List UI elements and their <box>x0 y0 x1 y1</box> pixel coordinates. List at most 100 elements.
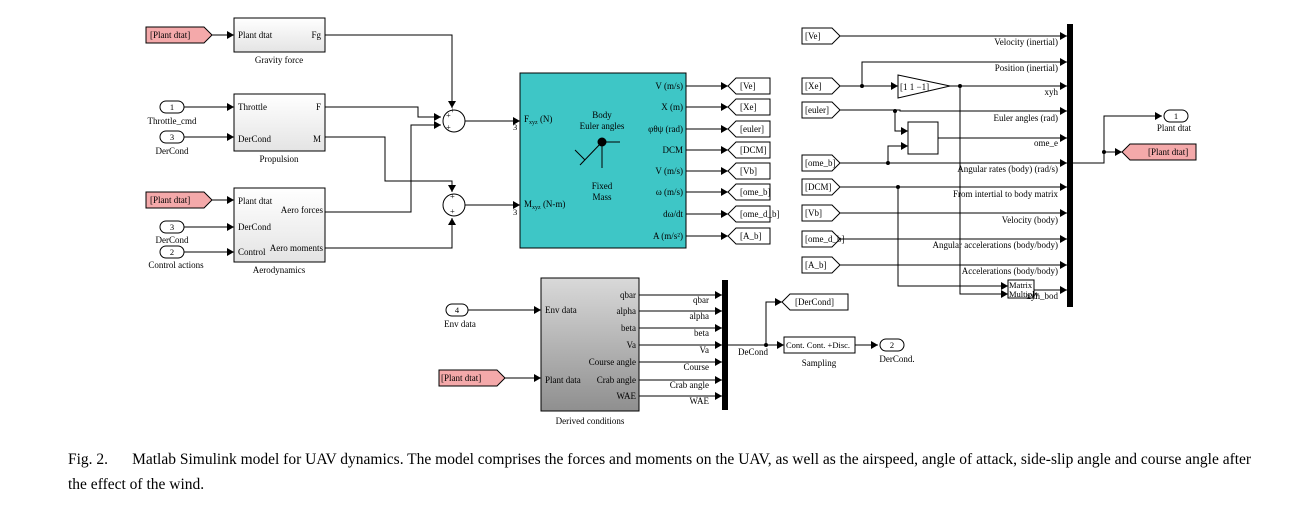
from-tag <box>801 178 841 196</box>
svg-text:4: 4 <box>455 305 460 315</box>
gain-block[interactable]: [1 1 −1] <box>897 74 951 99</box>
bus-signal-label: Accelerations (body/body) <box>962 266 1058 276</box>
svg-text:M: M <box>313 134 321 144</box>
body-output-label: dω/dt <box>663 209 683 219</box>
decond-label: DeCond <box>738 347 768 357</box>
derived-bus-label: Course <box>684 362 710 372</box>
derived-output-label: Crab angle <box>597 375 636 385</box>
bus-signal-label: From intertial to body matrix <box>953 189 1058 199</box>
svg-text:DerCond: DerCond <box>238 134 271 144</box>
body-output-label: ω (m/s) <box>656 187 683 197</box>
svg-text:Plant dtat: Plant dtat <box>1157 123 1192 133</box>
svg-text:Plant dtat: Plant dtat <box>238 30 273 40</box>
derived-bus-label: qbar <box>693 295 709 305</box>
svg-text:DerCond.: DerCond. <box>879 354 914 364</box>
from-tags: [Ve][Xe][euler][ome_b][DCM][Vb][ome_d_b]… <box>801 27 845 274</box>
body-axes-icon <box>574 137 620 168</box>
derived-output-label: qbar <box>620 290 636 300</box>
body-output-gotos: [Ve][Xe][euler][DCM][Vb][ome_b][ome_d_b]… <box>686 77 780 245</box>
svg-text:3: 3 <box>170 132 174 142</box>
derived-output-label: alpha <box>617 306 637 316</box>
gravity-force-block[interactable]: Plant dtat Fg Gravity force <box>233 17 326 65</box>
svg-text:F: F <box>316 102 321 112</box>
sum-moments: + + <box>442 191 466 217</box>
svg-text:3: 3 <box>513 122 517 132</box>
svg-text:Body: Body <box>592 110 612 120</box>
from-tag <box>801 256 841 274</box>
goto-tag-label: [DCM] <box>740 145 767 155</box>
bus-signal-label: Velocity (body) <box>1002 215 1058 225</box>
derived-bus-label: Crab angle <box>670 380 709 390</box>
derived-bus-label: WAE <box>690 396 710 406</box>
goto-tag-label: [ome_b] <box>740 187 771 197</box>
bus-signal-label: ome_e <box>1034 138 1058 148</box>
sampling-block[interactable]: Cont. Cont. +Disc. Sampling <box>783 336 856 368</box>
svg-text:[Plant dtat]: [Plant dtat] <box>150 195 190 205</box>
goto-tag-label: [Xe] <box>740 102 757 112</box>
svg-text:[Plant dtat]: [Plant dtat] <box>1148 147 1188 157</box>
from-tag <box>801 101 841 119</box>
goto-tag <box>727 183 771 201</box>
svg-text:Propulsion: Propulsion <box>259 154 299 164</box>
inport-dercond-a: 3 DerCond <box>156 130 189 156</box>
bus-signal-label: Velocity (inertial) <box>994 37 1058 47</box>
caption-text: Matlab Simulink model for UAV dynamics. … <box>68 451 1252 493</box>
from-tag-label: [ome_b] <box>805 158 836 168</box>
body-output-label: A (m/s²) <box>653 231 683 241</box>
bus-signal-label: Euler angles (rad) <box>994 113 1058 123</box>
svg-text:Fg: Fg <box>311 30 321 40</box>
svg-text:Mxyz (N-m): Mxyz (N-m) <box>524 199 565 211</box>
svg-text:Euler angles: Euler angles <box>580 121 625 131</box>
svg-text:Gravity force: Gravity force <box>255 55 303 65</box>
svg-text:Env data: Env data <box>444 319 476 329</box>
bus-signal-label: Position (inertial) <box>995 63 1058 73</box>
bus-signal-label: xyh_bod <box>1027 291 1059 301</box>
derived-bus-label: beta <box>694 328 709 338</box>
svg-text:DerCond: DerCond <box>156 235 189 245</box>
from-tag <box>801 204 841 222</box>
bus-signal-label: Angular rates (body) (rad/s) <box>957 164 1058 174</box>
svg-text:Mass: Mass <box>592 192 611 202</box>
six-dof-body-block[interactable]: Fxyz (N) 3 Mxyz (N-m) 3 Body Euler angle… <box>513 72 687 249</box>
derived-output-label: beta <box>621 323 636 333</box>
svg-text:[1 1 −1]: [1 1 −1] <box>900 82 929 92</box>
inport-dercond-b: 3 DerCond <box>156 220 189 245</box>
derived-bus-label: alpha <box>690 311 710 321</box>
svg-text:Fxyz (N): Fxyz (N) <box>524 114 552 126</box>
svg-text:Fixed: Fixed <box>592 181 613 191</box>
from-tag-label: [ome_d_b] <box>805 234 845 244</box>
svg-text:2: 2 <box>890 340 894 350</box>
matrix-multiply-block[interactable]: Matrix Multiply <box>1007 279 1040 299</box>
caption-label: Fig. 2. <box>68 451 109 468</box>
svg-text:[DerCond]: [DerCond] <box>795 297 834 307</box>
svg-text:2: 2 <box>170 247 174 257</box>
body-output-label: V (m/s) <box>655 166 683 176</box>
from-tag-label: [euler] <box>805 105 829 115</box>
from-tag-label: [Ve] <box>805 31 821 41</box>
ome-e-subsystem[interactable] <box>907 121 939 155</box>
svg-text:Sampling: Sampling <box>802 358 837 368</box>
from-tag <box>801 154 841 172</box>
svg-text:DerCond: DerCond <box>156 146 189 156</box>
svg-text:Aero forces: Aero forces <box>281 205 324 215</box>
svg-text:[Plant dtat]: [Plant dtat] <box>150 30 190 40</box>
simulink-diagram: [Plant dtat] Plant dtat Fg Gravity force… <box>145 17 1197 426</box>
derived-conditions-block[interactable]: Env data Plant data Derived conditions q… <box>540 277 640 426</box>
svg-text:Plant dtat: Plant dtat <box>238 196 273 206</box>
derived-output-label: Course angle <box>589 357 636 367</box>
plant-dtat-goto-out: [Plant dtat] <box>1121 143 1197 161</box>
from-tag-label: [Xe] <box>805 81 822 91</box>
svg-text:+: + <box>450 105 455 115</box>
svg-text:Aero moments: Aero moments <box>270 243 324 253</box>
body-output-label: V (m/s) <box>655 81 683 91</box>
svg-text:Control: Control <box>238 247 266 257</box>
derived-output-label: WAE <box>617 391 637 401</box>
outport-plant-dtat: 1 Plant dtat <box>1157 109 1192 133</box>
goto-tag <box>727 98 771 116</box>
outport-dercond: 2 DerCond. <box>879 338 915 364</box>
goto-tag-label: [A_b] <box>740 231 762 241</box>
goto-tag <box>727 77 771 95</box>
svg-text:Aerodynamics: Aerodynamics <box>253 265 306 275</box>
propulsion-block[interactable]: Throttle DerCond F M Propulsion <box>233 93 326 164</box>
aerodynamics-block[interactable]: Plant dtat DerCond Control Aero forces A… <box>233 187 326 275</box>
